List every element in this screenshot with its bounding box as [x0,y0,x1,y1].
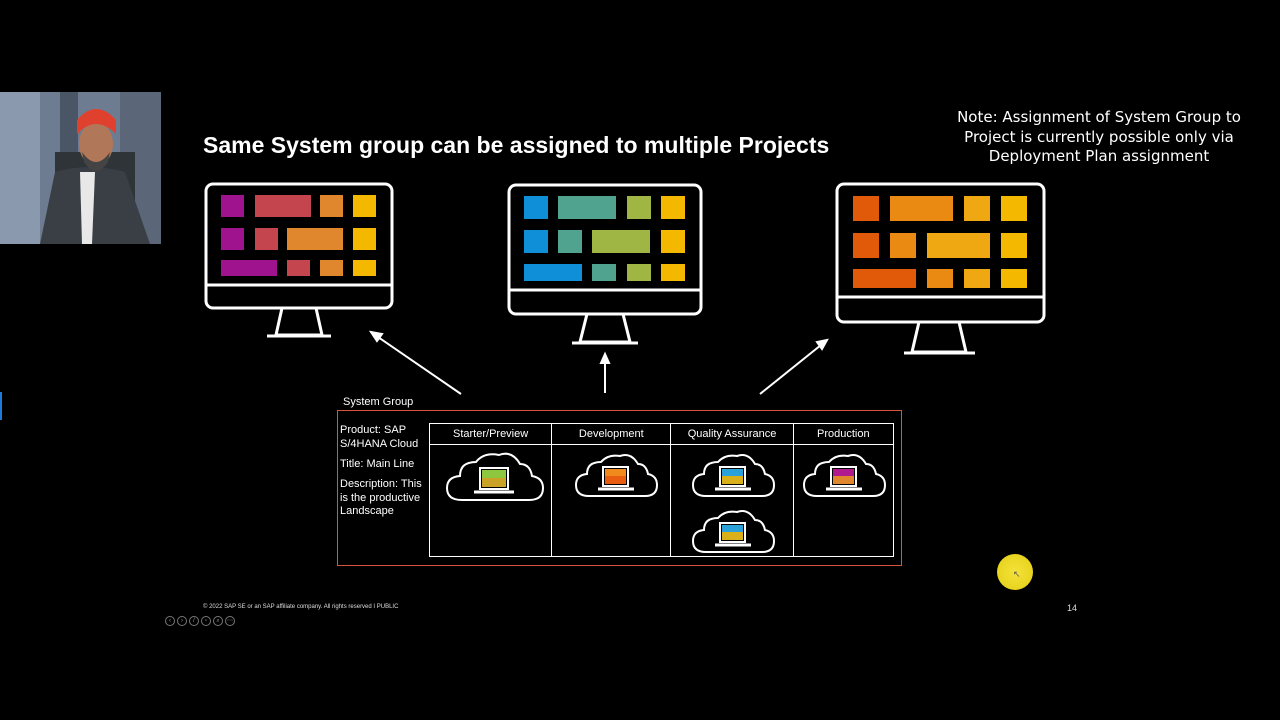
project-monitor-purple [204,182,394,338]
column-development: Development [552,424,672,556]
column-header: Production [793,424,893,445]
slides-icon[interactable]: ▫ [201,616,211,626]
next-icon[interactable]: › [177,616,187,626]
page-number: 14 [1067,603,1078,613]
system-group-box [337,410,902,566]
system-group-product: Product: SAP S/4HANA Cloud [340,424,419,450]
environment-table: Starter/Preview Development Quality Assu… [429,423,894,557]
project-monitor-orange [835,182,1046,355]
more-icon[interactable]: ⋯ [225,616,235,626]
copyright-footer: © 2022 SAP SE or an SAP affiliate compan… [203,604,399,610]
cloud-laptop-icon [692,510,776,553]
column-header: Starter/Preview [430,424,552,445]
column-quality-assurance: Quality Assurance [671,424,794,556]
slideshow-controls: ‹ › / ▫ ⌕ ⋯ [165,616,235,626]
left-edge-tab[interactable] [0,392,2,420]
zoom-icon[interactable]: ⌕ [213,616,223,626]
presenter-webcam [0,92,161,244]
cloud-laptop-icon [692,454,776,497]
system-group-description: Description: This is the productive Land… [340,478,422,517]
column-production: Production [793,424,893,556]
mouse-cursor-icon: ↖ [1013,569,1021,579]
cloud-laptop-icon [445,452,544,501]
column-header: Quality Assurance [671,424,793,445]
cursor-highlight [997,554,1033,590]
previous-icon[interactable]: ‹ [165,616,175,626]
system-group-label: System Group [343,396,414,408]
pen-icon[interactable]: / [189,616,199,626]
column-starter-preview: Starter/Preview [430,424,553,556]
system-group-title: Title: Main Line [340,458,415,470]
cloud-laptop-icon [575,454,659,497]
assignment-note: Note: Assignment of System Group to Proj… [957,108,1241,165]
column-header: Development [552,424,671,445]
slide-title: Same System group can be assigned to mul… [203,132,830,158]
project-monitor-blue [507,183,703,345]
cloud-laptop-icon [802,454,886,497]
presenter-image [0,92,161,244]
assignment-arrows [368,330,829,395]
